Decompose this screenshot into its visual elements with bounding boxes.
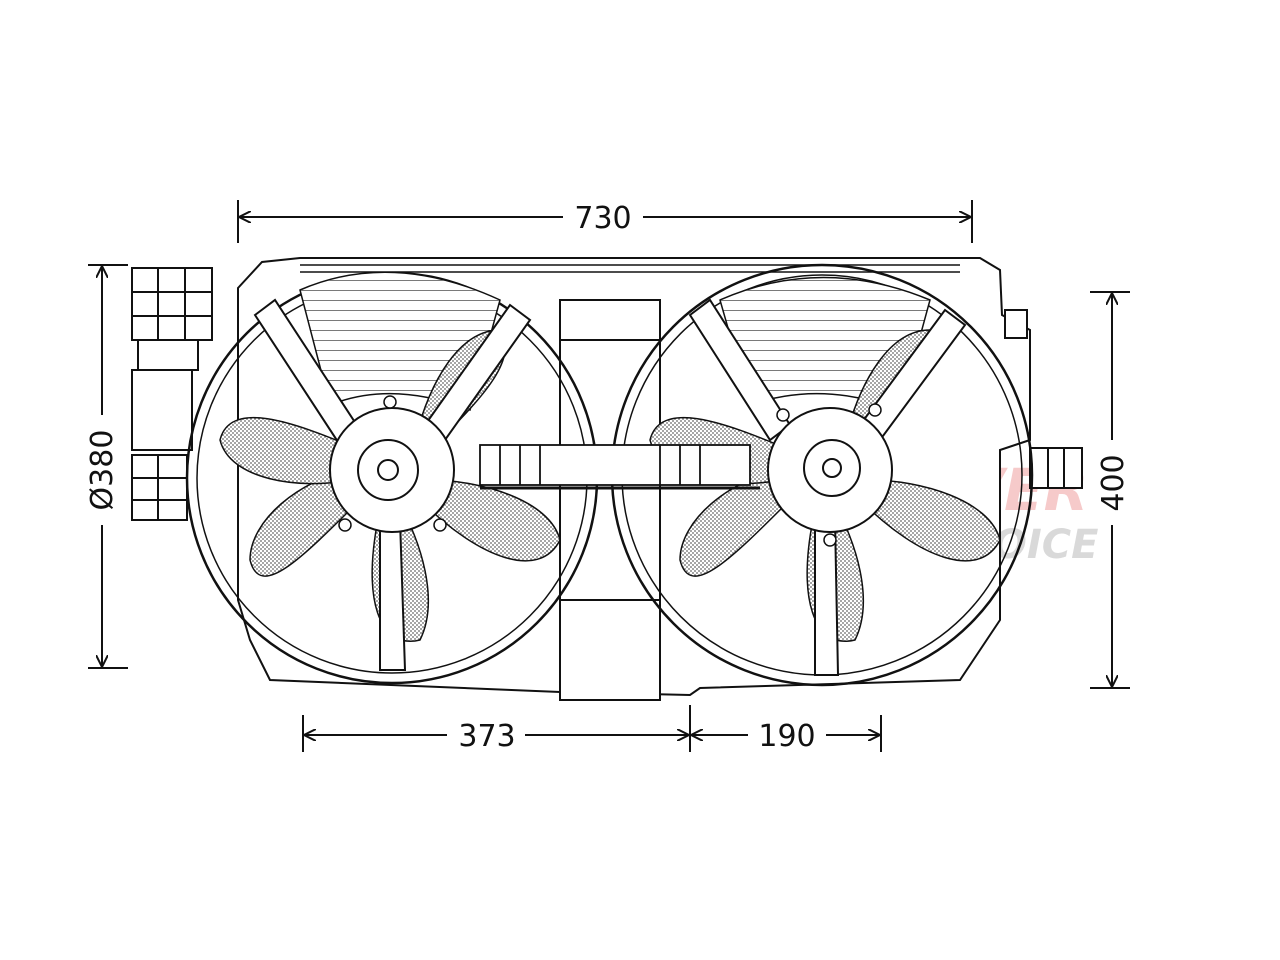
dimension-left-fan-center-label: 373 xyxy=(458,719,515,754)
left-fan-shaft xyxy=(377,459,399,481)
dimension-left-fan-center: 373 xyxy=(302,705,691,754)
dimension-fan-diameter: Ø380 xyxy=(85,264,128,669)
left-connector-block xyxy=(131,267,213,521)
right-fan-blade-3 xyxy=(859,479,1001,562)
left-fan-mount-1 xyxy=(383,395,397,409)
right-fan xyxy=(610,263,1034,687)
right-fan-shaft xyxy=(822,458,842,478)
dimension-fan-spacing-label: 190 xyxy=(758,719,815,754)
right-fan-mount-3 xyxy=(823,533,837,547)
dimension-overall-width: 730 xyxy=(237,200,973,243)
left-fan-blade-3 xyxy=(419,479,561,562)
left-fan-blade-4 xyxy=(219,416,361,485)
right-fan-mount-1 xyxy=(776,408,790,422)
wiring-harness xyxy=(479,444,760,490)
dimension-fan-spacing: 190 xyxy=(692,715,882,754)
left-fan-mount-2 xyxy=(433,518,447,532)
left-fan-mount-3 xyxy=(338,518,352,532)
right-connector xyxy=(1004,309,1083,489)
dimension-overall-width-label: 730 xyxy=(574,201,631,236)
dimension-overall-height: 400 xyxy=(1090,291,1131,689)
dimension-fan-diameter-label: Ø380 xyxy=(85,430,120,511)
dimension-overall-height-label: 400 xyxy=(1096,454,1131,511)
right-fan-mount-2 xyxy=(868,403,882,417)
left-fan xyxy=(185,271,599,685)
left-fan-strut-lower xyxy=(379,519,407,671)
